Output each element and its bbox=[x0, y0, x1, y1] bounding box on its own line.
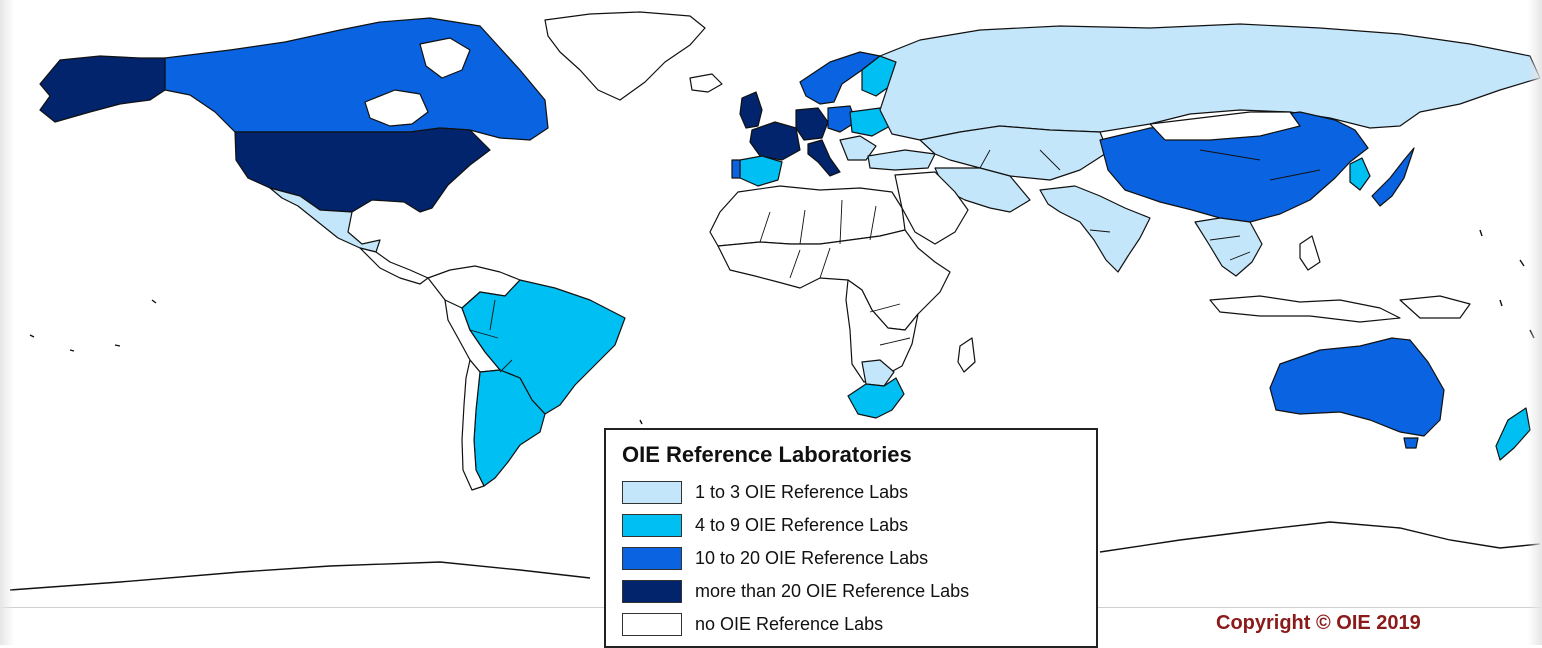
boundary-lines bbox=[469, 149, 1321, 373]
legend-item: 4 to 9 OIE Reference Labs bbox=[622, 509, 1082, 542]
country-greenland bbox=[544, 11, 706, 101]
country-mongolia bbox=[1149, 111, 1301, 141]
water-hudson-bay bbox=[364, 89, 429, 127]
country-alaska bbox=[39, 55, 166, 123]
legend-label: more than 20 OIE Reference Labs bbox=[695, 581, 970, 601]
legend-swatch-tier4 bbox=[622, 580, 682, 603]
region-balkans bbox=[839, 135, 877, 161]
country-ukraine bbox=[849, 107, 891, 137]
legend-label: 10 to 20 OIE Reference Labs bbox=[695, 548, 929, 568]
country-usa bbox=[234, 127, 491, 213]
copyright-notice: Copyright © OIE 2019 bbox=[1216, 612, 1421, 634]
country-south-africa bbox=[847, 377, 905, 419]
country-japan bbox=[1371, 147, 1415, 207]
country-canada-baffin bbox=[419, 37, 471, 79]
country-brazil bbox=[461, 279, 626, 415]
legend-item: 10 to 20 OIE Reference Labs bbox=[622, 542, 1082, 575]
country-norway-sweden bbox=[799, 51, 881, 105]
region-arabian-peninsula bbox=[894, 171, 969, 245]
country-france bbox=[749, 121, 801, 161]
legend-item: more than 20 OIE Reference Labs bbox=[622, 575, 1082, 608]
region-west-central-africa bbox=[717, 229, 951, 331]
legend-swatch-tier2 bbox=[622, 514, 682, 537]
region-indonesia bbox=[1209, 295, 1401, 323]
legend-label: 4 to 9 OIE Reference Labs bbox=[695, 515, 909, 535]
country-turkey bbox=[867, 149, 936, 171]
country-korea bbox=[1349, 157, 1371, 191]
country-iceland bbox=[689, 73, 723, 93]
legend-swatch-tier3 bbox=[622, 547, 682, 570]
country-madagascar bbox=[957, 337, 976, 373]
region-tasmania bbox=[1403, 437, 1419, 449]
legend-label: 1 to 3 OIE Reference Labs bbox=[695, 482, 909, 502]
country-spain bbox=[739, 155, 783, 187]
country-poland bbox=[827, 105, 857, 133]
country-australia bbox=[1269, 337, 1445, 437]
country-new-zealand bbox=[1495, 407, 1531, 461]
country-india bbox=[1039, 185, 1151, 273]
map-legend: OIE Reference Laboratories 1 to 3 OIE Re… bbox=[604, 428, 1098, 648]
legend-title: OIE Reference Laboratories bbox=[622, 442, 912, 467]
country-germany bbox=[795, 107, 829, 141]
country-portugal bbox=[731, 159, 741, 179]
country-uk bbox=[739, 91, 763, 129]
country-italy bbox=[807, 139, 841, 177]
region-botswana bbox=[861, 359, 895, 387]
legend-label: no OIE Reference Labs bbox=[695, 614, 884, 634]
region-new-guinea bbox=[1399, 295, 1471, 319]
region-southeast-asia bbox=[1194, 217, 1263, 277]
country-philippines bbox=[1299, 235, 1321, 271]
country-chile bbox=[461, 359, 485, 491]
legend-item: 1 to 3 OIE Reference Labs bbox=[622, 476, 1082, 509]
legend-swatch-none bbox=[622, 613, 682, 636]
region-southern-africa bbox=[845, 279, 919, 383]
country-canada bbox=[164, 17, 549, 141]
antarctica-coastline bbox=[9, 521, 1541, 591]
legend-item: no OIE Reference Labs bbox=[622, 608, 1082, 641]
legend-swatch-tier1 bbox=[622, 481, 682, 504]
country-mexico bbox=[269, 187, 381, 253]
region-central-asia bbox=[919, 125, 1109, 181]
region-central-america bbox=[359, 247, 429, 285]
